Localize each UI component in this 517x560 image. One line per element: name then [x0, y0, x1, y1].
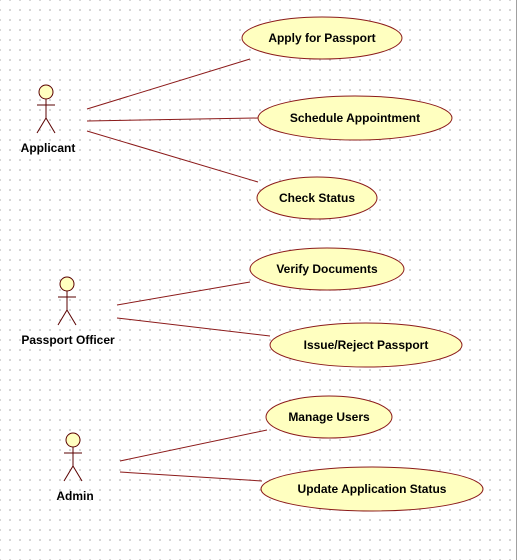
use-case-ellipse [265, 395, 393, 439]
actor-left-leg [57, 309, 68, 326]
actor-head [59, 276, 75, 292]
actor-applicant[interactable]: Applicant [21, 84, 76, 155]
use-case-ellipse [249, 247, 405, 291]
actor-admin[interactable]: Admin [56, 432, 94, 503]
actor-label: Passport Officer [21, 333, 115, 347]
actor-passport-officer[interactable]: Passport Officer [21, 276, 115, 347]
associations [86, 58, 271, 482]
actor-head [65, 432, 81, 448]
actor-right-leg [72, 465, 83, 482]
association-officer-verify[interactable] [116, 281, 251, 306]
use-case-update-application-status[interactable]: Update Application Status [260, 466, 484, 512]
association-applicant-status[interactable] [86, 130, 259, 183]
use-case-ellipse [257, 95, 453, 141]
association-admin-update[interactable] [119, 471, 263, 482]
association-admin-users[interactable] [119, 429, 268, 462]
actor-right-leg [45, 117, 56, 134]
actor-head [38, 84, 54, 100]
use-case-check-status[interactable]: Check Status [256, 176, 378, 220]
use-case-schedule-appointment[interactable]: Schedule Appointment [257, 95, 453, 141]
actor-right-leg [66, 309, 77, 326]
actor-left-leg [63, 465, 74, 482]
use-case-label: Manage Users [288, 410, 370, 424]
use-case-label: Check Status [279, 191, 355, 205]
association-applicant-schedule[interactable] [86, 117, 259, 122]
use-case-ellipse [241, 16, 403, 60]
use-case-label: Schedule Appointment [290, 111, 420, 125]
use-case-manage-users[interactable]: Manage Users [265, 395, 393, 439]
use-case-verify-documents[interactable]: Verify Documents [249, 247, 405, 291]
association-officer-issue[interactable] [116, 317, 271, 337]
use-case-ellipse [260, 466, 484, 512]
use-case-apply-for-passport[interactable]: Apply for Passport [241, 16, 403, 60]
use-case-label: Verify Documents [276, 262, 378, 276]
use-case-ellipse [256, 176, 378, 220]
use-case-issue-reject-passport[interactable]: Issue/Reject Passport [269, 322, 463, 368]
use-case-ellipse [269, 322, 463, 368]
actor-label: Admin [56, 489, 93, 503]
use-case-label: Issue/Reject Passport [304, 338, 429, 352]
association-applicant-apply[interactable] [86, 58, 251, 110]
use-case-label: Apply for Passport [268, 31, 375, 45]
actor-label: Applicant [21, 141, 76, 155]
actor-left-leg [36, 117, 47, 134]
use-case-label: Update Application Status [298, 482, 447, 496]
